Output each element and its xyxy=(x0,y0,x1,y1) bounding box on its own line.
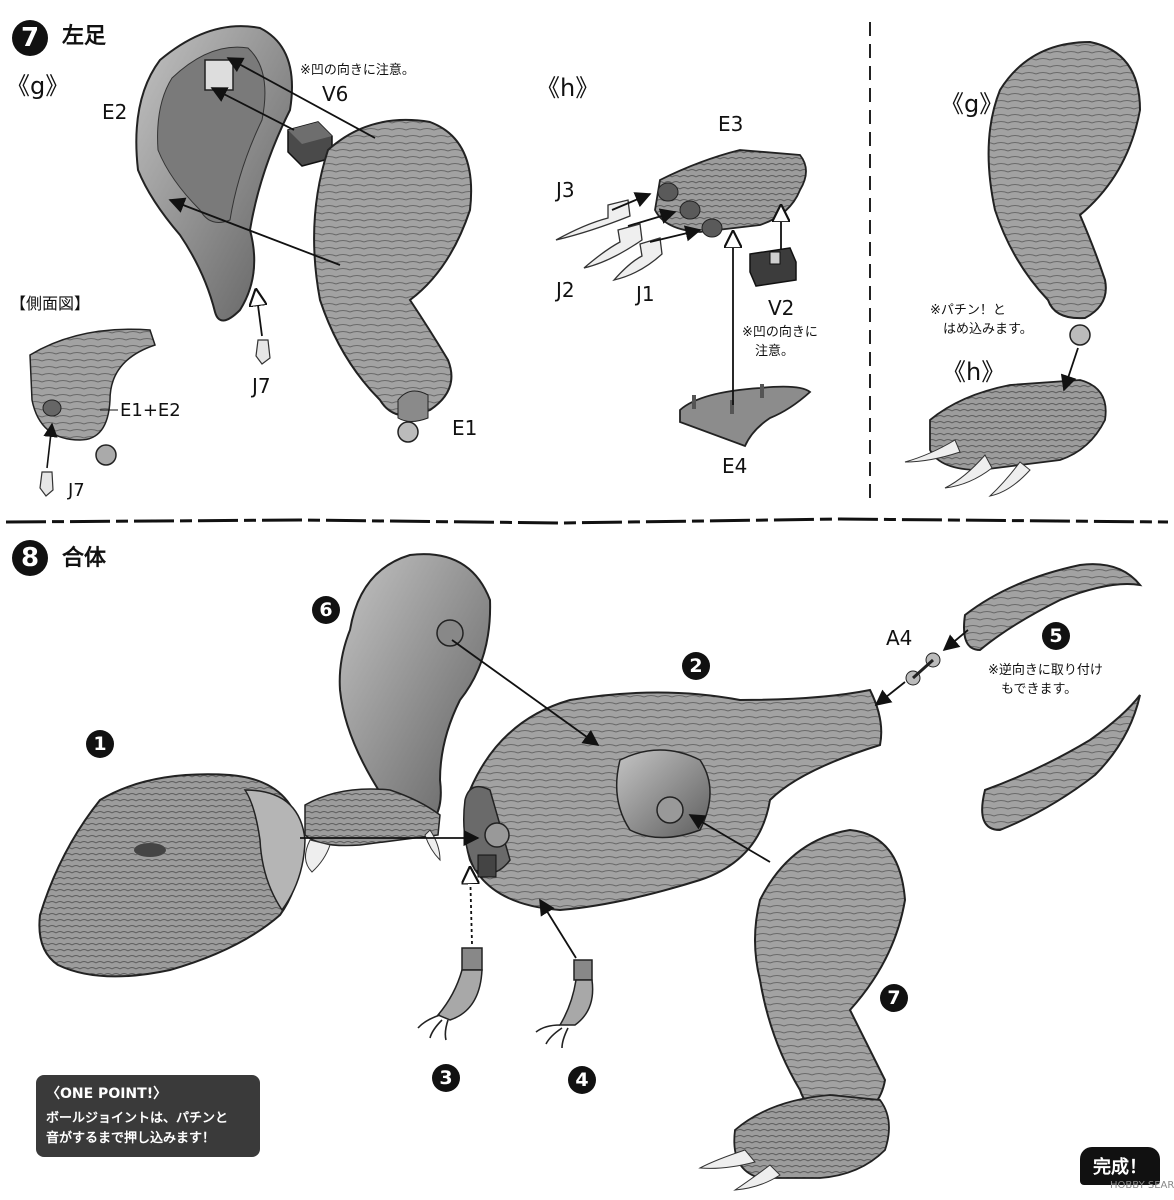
group-h-right-label: 《h》 xyxy=(942,358,1006,386)
one-point-panel: 〈ONE POINT!〉 ボールジョイントは、パチンと 音がするまで押し込みます… xyxy=(36,1075,260,1157)
group-g-right-label: 《g》 xyxy=(940,90,1004,118)
part-label-e4: E4 xyxy=(722,454,748,478)
note-v2-orientation: ※凹の向きに 注意。 xyxy=(742,325,818,359)
assembly-arrows-step8 xyxy=(300,629,969,959)
sub-number-7: 7 xyxy=(880,984,908,1012)
step-8-title: 合体 xyxy=(62,546,107,571)
part-body-2 xyxy=(463,688,883,912)
part-arm-3 xyxy=(417,947,483,1041)
section-divider-horizontal xyxy=(5,517,1169,525)
part-label-j7: J7 xyxy=(252,374,271,398)
sub-number-4: 4 xyxy=(568,1066,596,1094)
part-label-a4: A4 xyxy=(886,626,913,650)
assembly-arrows-g xyxy=(168,57,376,337)
one-point-heading: 〈ONE POINT!〉 xyxy=(46,1086,168,1102)
part-head xyxy=(38,773,306,978)
side-view-label: 【側面図】 xyxy=(10,294,91,313)
part-label-e2: E2 xyxy=(102,100,128,124)
part-e1-leg xyxy=(313,118,473,443)
part-leg-7 xyxy=(698,828,907,1191)
note-snap-in: ※パチン！と はめ込みます。 xyxy=(930,303,1033,337)
step-7-number: 7 xyxy=(12,20,48,56)
part-e3-foot xyxy=(654,149,807,238)
part-label-e1: E1 xyxy=(452,416,478,440)
note-reverse-mount: ※逆向きに取り付け もできます。 xyxy=(988,663,1103,697)
part-claws-j1-j2-j3 xyxy=(555,199,663,282)
one-point-body: ボールジョイントは、パチンと 音がするまで押し込みます！ xyxy=(46,1111,229,1146)
part-label-j1: J1 xyxy=(636,282,655,306)
group-h-label: 《h》 xyxy=(536,74,600,102)
part-e2-shell xyxy=(135,25,293,322)
watermark: HOBBY SEARCH xyxy=(1110,1180,1174,1191)
part-v2-block xyxy=(749,247,797,287)
sub-number-6: 6 xyxy=(312,596,340,624)
complete-badge: 完成！ xyxy=(1080,1147,1160,1185)
sub-number-3: 3 xyxy=(432,1064,460,1092)
part-leg-6 xyxy=(304,553,492,873)
note-v6-orientation: ※凹の向きに注意。 xyxy=(300,63,415,78)
part-e4-base xyxy=(679,384,812,448)
step-8-number: 8 xyxy=(12,540,48,576)
part-tail-5 xyxy=(905,563,1143,832)
part-label-e1-e2: E1+E2 xyxy=(120,400,181,421)
sub-number-5: 5 xyxy=(1042,622,1070,650)
part-arm-4 xyxy=(535,959,594,1049)
part-label-v6: V6 xyxy=(322,82,349,106)
group-g-label: 《g》 xyxy=(6,72,70,100)
part-label-j3: J3 xyxy=(556,178,575,202)
sub-number-2: 2 xyxy=(682,652,710,680)
step-7-title: 左足 xyxy=(62,24,107,49)
part-label-e3: E3 xyxy=(718,112,744,136)
part-v6-block xyxy=(287,121,333,167)
assembly-arrows-h xyxy=(611,192,781,405)
part-j7-pin xyxy=(255,339,271,365)
side-view-inset xyxy=(29,328,156,497)
sub-number-1: 1 xyxy=(86,730,114,758)
part-label-j7-side: J7 xyxy=(68,480,85,501)
part-label-j2: J2 xyxy=(556,278,575,302)
completed-leg-right xyxy=(904,40,1142,497)
part-label-v2: V2 xyxy=(768,296,795,320)
